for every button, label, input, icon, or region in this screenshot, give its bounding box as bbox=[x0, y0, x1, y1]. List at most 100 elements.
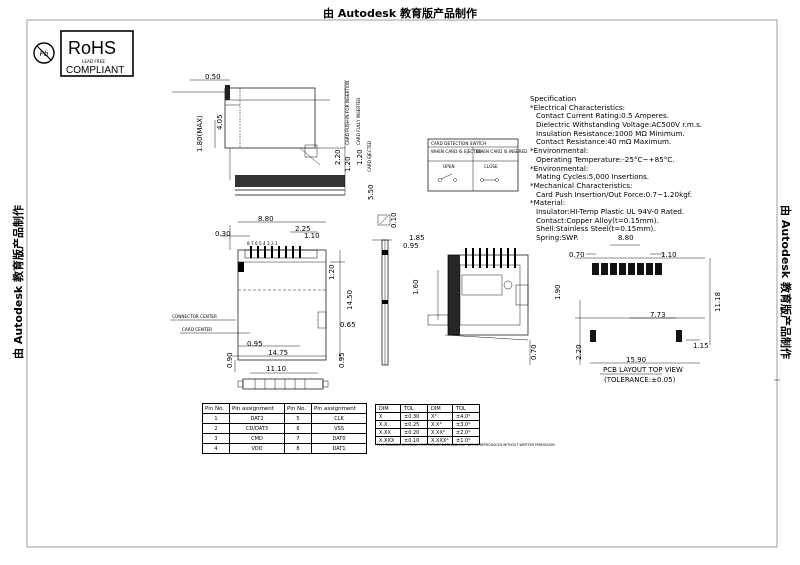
rohs-title: RoHS bbox=[68, 38, 116, 58]
dim-120a: 1.20 bbox=[356, 149, 364, 165]
rohs-logo: Pb RoHS LEAD FREE COMPLIANT bbox=[33, 30, 134, 77]
switch-open: OPEN bbox=[443, 164, 455, 169]
table-header-row: DIM TOL DIM TOL bbox=[375, 404, 480, 413]
table-cell: VSS bbox=[311, 423, 367, 434]
spec-line: *Electrical Characteristics: bbox=[530, 102, 626, 112]
dim-065: 0.65 bbox=[340, 321, 356, 329]
spec-line: Shell:Stainless Steel(t=0.15mm). bbox=[536, 224, 656, 234]
table-header: Pin No. bbox=[284, 403, 312, 414]
dim-220: 2.20 bbox=[334, 149, 342, 165]
spec-line: *Environmental: bbox=[530, 146, 589, 156]
side-view: 0.50 ​ 4.05 1.80(MAX) 2.20 1.20 1.20 5.5… bbox=[172, 73, 375, 200]
table-header: TOL bbox=[400, 404, 428, 413]
table-row: 3 CMD 7 DAT0 bbox=[202, 433, 367, 444]
table-cell: X.XX bbox=[375, 428, 401, 437]
dim-1475: 14.75 bbox=[268, 349, 288, 357]
dim-880: 8.80 bbox=[258, 215, 274, 223]
table-cell: CMD bbox=[229, 433, 285, 444]
back-view: 1.60 0.70 bbox=[412, 248, 538, 365]
table-header: Pin No. bbox=[202, 403, 230, 414]
table-row: X.XX ±0.20 X.XX° ±2.0° bbox=[375, 428, 480, 437]
label-push-in: CARD PUSH-IN FOR INSERTION bbox=[345, 81, 350, 145]
pcb-dim-773: 7.73 bbox=[650, 311, 666, 319]
spec-line: Mating Cycles:5,000 Insertions. bbox=[536, 172, 650, 182]
table-cell: X° bbox=[427, 412, 453, 421]
table-cell: 1 bbox=[202, 413, 230, 424]
table-cell: 7 bbox=[284, 433, 312, 444]
specification-block: Specification *Electrical Characteristic… bbox=[530, 94, 703, 243]
table-cell: ±4.0° bbox=[452, 412, 480, 421]
spec-line: Card Push Insertion/Out Force:0.7~1.20kg… bbox=[536, 189, 693, 199]
switch-col1: WHEN CARD IS EJECTED bbox=[431, 149, 482, 154]
table-cell: ±2.0° bbox=[452, 428, 480, 437]
dim-120b: 1.20 bbox=[344, 156, 352, 172]
label-connector-center: CONNECTOR CENTER bbox=[172, 314, 217, 319]
spec-line: Dielectric Withstanding Voltage:AC500V r… bbox=[536, 120, 703, 130]
bottom-edge-view: 11.10 bbox=[237, 365, 329, 390]
label-card-center: CARD CENTER bbox=[182, 327, 212, 332]
spec-line: Specification bbox=[530, 94, 577, 103]
table-header: TOL bbox=[452, 404, 480, 413]
dim-070a: 0.70 bbox=[530, 344, 538, 360]
pcb-dim-880: 8.80 bbox=[618, 234, 634, 242]
dim-550: 5.50 bbox=[367, 184, 375, 200]
spec-line: *Material: bbox=[530, 198, 566, 208]
pcb-layout: 8.80 0.70 1.10 1.90 11.18 7.73 2.20 1.15… bbox=[554, 234, 722, 384]
table-cell: ±1.0° bbox=[452, 436, 480, 445]
narrow-profile: 0.10 1.85 0.95 bbox=[372, 212, 425, 366]
dim-030: 0.30 bbox=[215, 230, 231, 238]
switch-close: CLOSE bbox=[484, 164, 498, 169]
table-cell: ±3.0° bbox=[452, 420, 480, 429]
pin-numbers: 8 7 6 5 4 3 2 1 bbox=[247, 241, 278, 246]
label-fully-inserted: CARD FULLY INSERTED bbox=[356, 98, 361, 145]
spec-line: *Mechanical Characteristics: bbox=[530, 180, 633, 190]
table-cell: X.XX° bbox=[427, 428, 453, 437]
label-ejected: CARD EJECTED bbox=[367, 141, 372, 172]
pcb-dim-190: 1.90 bbox=[554, 284, 562, 300]
table-cell: 5 bbox=[284, 413, 312, 424]
dim-185: 1.85 bbox=[409, 234, 425, 242]
table-row: X.X ±0.25 X.X° ±3.0° bbox=[375, 420, 480, 429]
table-cell: CD/DAT3 bbox=[229, 423, 285, 434]
dim-090: 0.90 bbox=[226, 352, 234, 368]
table-cell: VDD bbox=[229, 443, 285, 454]
table-cell: 3 bbox=[202, 433, 230, 444]
table-cell: DAT2 bbox=[229, 413, 285, 424]
pcb-dim-110: 1.10 bbox=[661, 251, 677, 259]
table-row: 4 VDD 8 DAT1 bbox=[202, 443, 367, 454]
table-cell: X.X° bbox=[427, 420, 453, 429]
table-header-row: Pin No. Pin assignment Pin No. Pin assig… bbox=[202, 403, 367, 414]
drawing-border bbox=[26, 19, 778, 548]
dim-120-top: 1.20 bbox=[328, 264, 336, 280]
pcb-dim-220: 2.20 bbox=[575, 344, 583, 360]
tolerance-note: THIS DRAWING CONTAINS PROPRIETARY DATA A… bbox=[377, 443, 555, 447]
pcb-dim-070: 0.70 bbox=[569, 251, 585, 259]
pin-assignment-table: Pin No. Pin assignment Pin No. Pin assig… bbox=[202, 403, 367, 454]
switch-col2: WHEN CARD IS INSERED bbox=[476, 149, 527, 154]
switch-title: CARD DETECTION SWITCH bbox=[431, 141, 486, 146]
table-cell: ±0.25 bbox=[400, 420, 428, 429]
pb-text: Pb bbox=[40, 50, 49, 58]
dim-405: 4.05 bbox=[216, 114, 224, 130]
table-row: X.XXX ±0.10 X.XXX° ±1.0° bbox=[375, 436, 480, 445]
table-header: DIM bbox=[375, 404, 401, 413]
table-cell: DAT1 bbox=[311, 443, 367, 454]
table-cell: X.X bbox=[375, 420, 401, 429]
table-header: Pin assignment bbox=[311, 403, 367, 414]
pcb-top-view-title: PCB LAYOUT TOP VIEW bbox=[603, 366, 683, 374]
table-cell: 4 bbox=[202, 443, 230, 454]
spec-line: Contact Resistance:40 mΩ Maximum. bbox=[536, 137, 672, 147]
spec-line: Operating Temperature:-25°C~+85°C. bbox=[536, 154, 675, 164]
watermark-top: 由 Autodesk 教育版产品制作 bbox=[322, 7, 477, 20]
card-detection-switch: CARD DETECTION SWITCH WHEN CARD IS EJECT… bbox=[427, 138, 527, 192]
top-view: 8 7 6 5 4 3 2 1 8.80 0.30 2.25 1.10 1.20… bbox=[170, 215, 356, 372]
spec-line: Spring:SWP. bbox=[536, 233, 579, 242]
table-row: X ±0.30 X° ±4.0° bbox=[375, 412, 480, 421]
dim-180: 1.80(MAX) bbox=[196, 115, 204, 152]
switch-open-contact-icon bbox=[438, 178, 442, 182]
table-row: 2 CD/DAT3 6 VSS bbox=[202, 423, 367, 434]
table-cell: DAT0 bbox=[311, 433, 367, 444]
table-header: Pin assignment bbox=[229, 403, 285, 414]
pcb-dim-1590: 15.90 bbox=[626, 356, 646, 364]
